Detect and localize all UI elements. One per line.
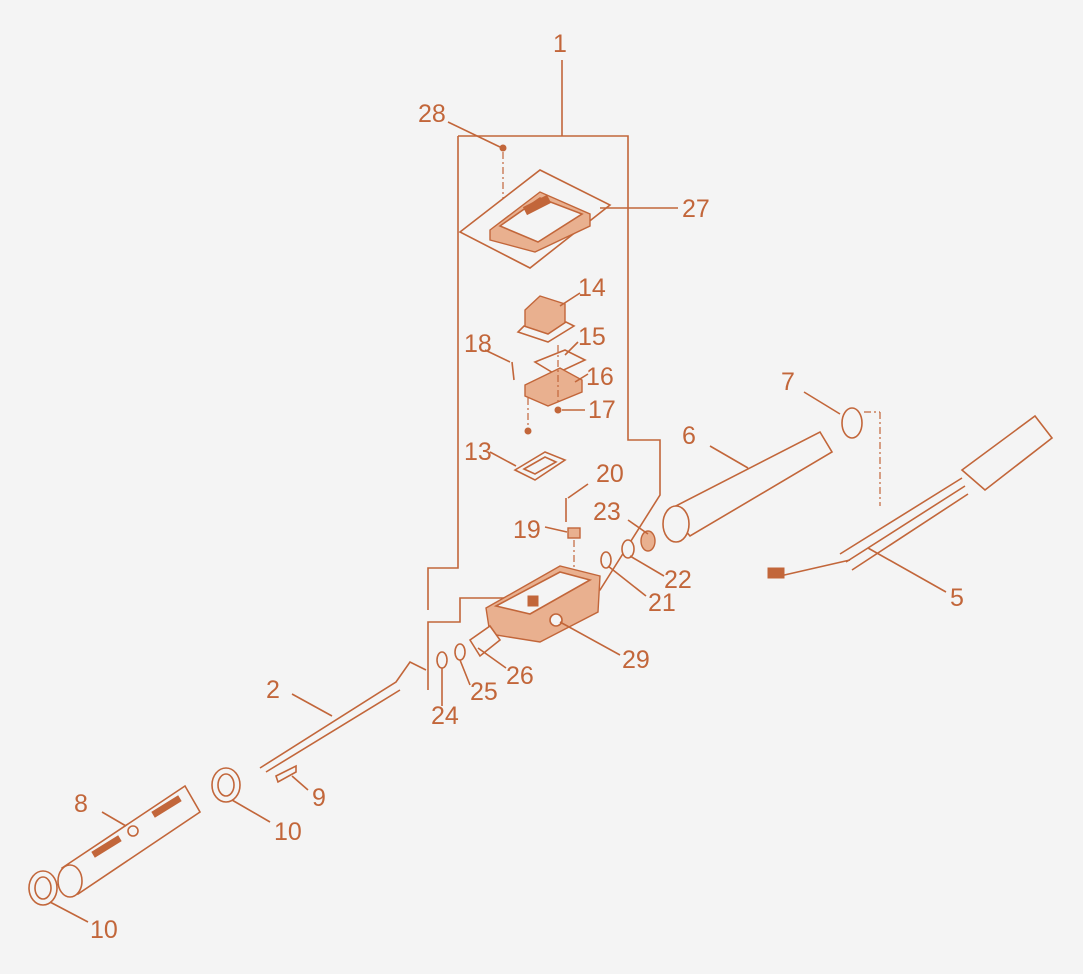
callout-27: 27: [682, 195, 710, 223]
callout-14: 14: [578, 274, 606, 302]
callout-8: 8: [74, 790, 88, 818]
part-5-wires: [779, 559, 851, 577]
callout-18: 18: [464, 330, 492, 358]
leader-22: [629, 555, 665, 577]
part-23-ring: [640, 530, 656, 552]
part-13-gasket: [513, 451, 567, 481]
part-25-ring: [454, 643, 466, 661]
part-24-ring: [436, 651, 448, 669]
part-19-clip: [567, 527, 581, 539]
callout-15: 15: [578, 323, 606, 351]
leader-18: [484, 349, 511, 363]
leader-10-left: [49, 901, 89, 923]
part-6-sleeve-end: [662, 505, 690, 543]
part-21-ring: [600, 551, 612, 569]
part-17-nut: [554, 406, 562, 414]
part-10-ring-left-inner: [34, 876, 52, 900]
part-27-grill: [522, 194, 552, 216]
part-16-holder: [524, 367, 583, 407]
leader-15: [564, 341, 579, 356]
leader-10-right: [231, 799, 271, 823]
part-26-nozzle: [468, 624, 502, 658]
part-2-harness: [259, 660, 427, 773]
leader-20: [567, 483, 589, 499]
part-8-spring-a: [91, 835, 122, 858]
part-13-gasket-inner: [522, 456, 558, 475]
callout-22: 22: [664, 566, 692, 594]
callout-1: 1: [553, 30, 567, 58]
leader-7: [803, 391, 841, 415]
part-16-screw: [524, 427, 532, 435]
callout-7: 7: [781, 368, 795, 396]
part-15-bracket: [533, 349, 587, 375]
leader-23: [627, 519, 649, 535]
callout-16: 16: [586, 363, 614, 391]
leader-29: [559, 621, 621, 656]
leader-19: [544, 526, 568, 533]
callout-6: 6: [682, 422, 696, 450]
part-7-ring: [841, 407, 863, 439]
callout-25: 25: [470, 678, 498, 706]
leader-9: [291, 775, 309, 791]
leader-8: [101, 811, 127, 827]
part-10-ring-right: [211, 767, 241, 803]
part-28-screw: [499, 144, 507, 152]
housing-window: [527, 595, 539, 607]
callout-20: 20: [596, 460, 624, 488]
callout-23: 23: [593, 498, 621, 526]
part-18-pin: [511, 361, 515, 381]
callout-19: 19: [513, 516, 541, 544]
part-10-ring-right-inner: [217, 773, 235, 797]
part-8-spring-b: [151, 795, 182, 818]
leader-16: [574, 373, 589, 383]
callout-29: 29: [622, 646, 650, 674]
part-5-cable: [839, 477, 969, 571]
callout-5: 5: [950, 584, 964, 612]
callout-26: 26: [506, 662, 534, 690]
part-8-tube-end: [57, 864, 83, 898]
part-22-ring: [621, 539, 635, 559]
part-14-base: [516, 321, 576, 343]
callout-10-left: 10: [90, 916, 118, 944]
callout-21: 21: [648, 589, 676, 617]
callout-24: 24: [431, 702, 459, 730]
part-8-knob: [127, 825, 139, 837]
part-5-terminals: [767, 567, 785, 579]
callout-17: 17: [588, 396, 616, 424]
callout-2: 2: [266, 676, 280, 704]
callout-9: 9: [312, 784, 326, 812]
leader-25: [459, 659, 471, 686]
leader-28: [447, 121, 501, 148]
leader-21: [607, 565, 647, 597]
leader-5: [867, 547, 947, 593]
callout-13: 13: [464, 438, 492, 466]
leader-26: [477, 647, 507, 669]
callout-10-right: 10: [274, 818, 302, 846]
leader-2: [291, 693, 333, 717]
callout-28: 28: [418, 100, 446, 128]
part-5-plug: [960, 414, 1054, 492]
housing-top: [493, 571, 593, 615]
part-29-screw: [549, 613, 563, 627]
leader-14: [559, 292, 581, 307]
leader-13: [489, 451, 517, 467]
part-10-ring-left: [28, 870, 58, 906]
leader-6: [709, 445, 749, 469]
part-9-pin: [275, 764, 297, 784]
